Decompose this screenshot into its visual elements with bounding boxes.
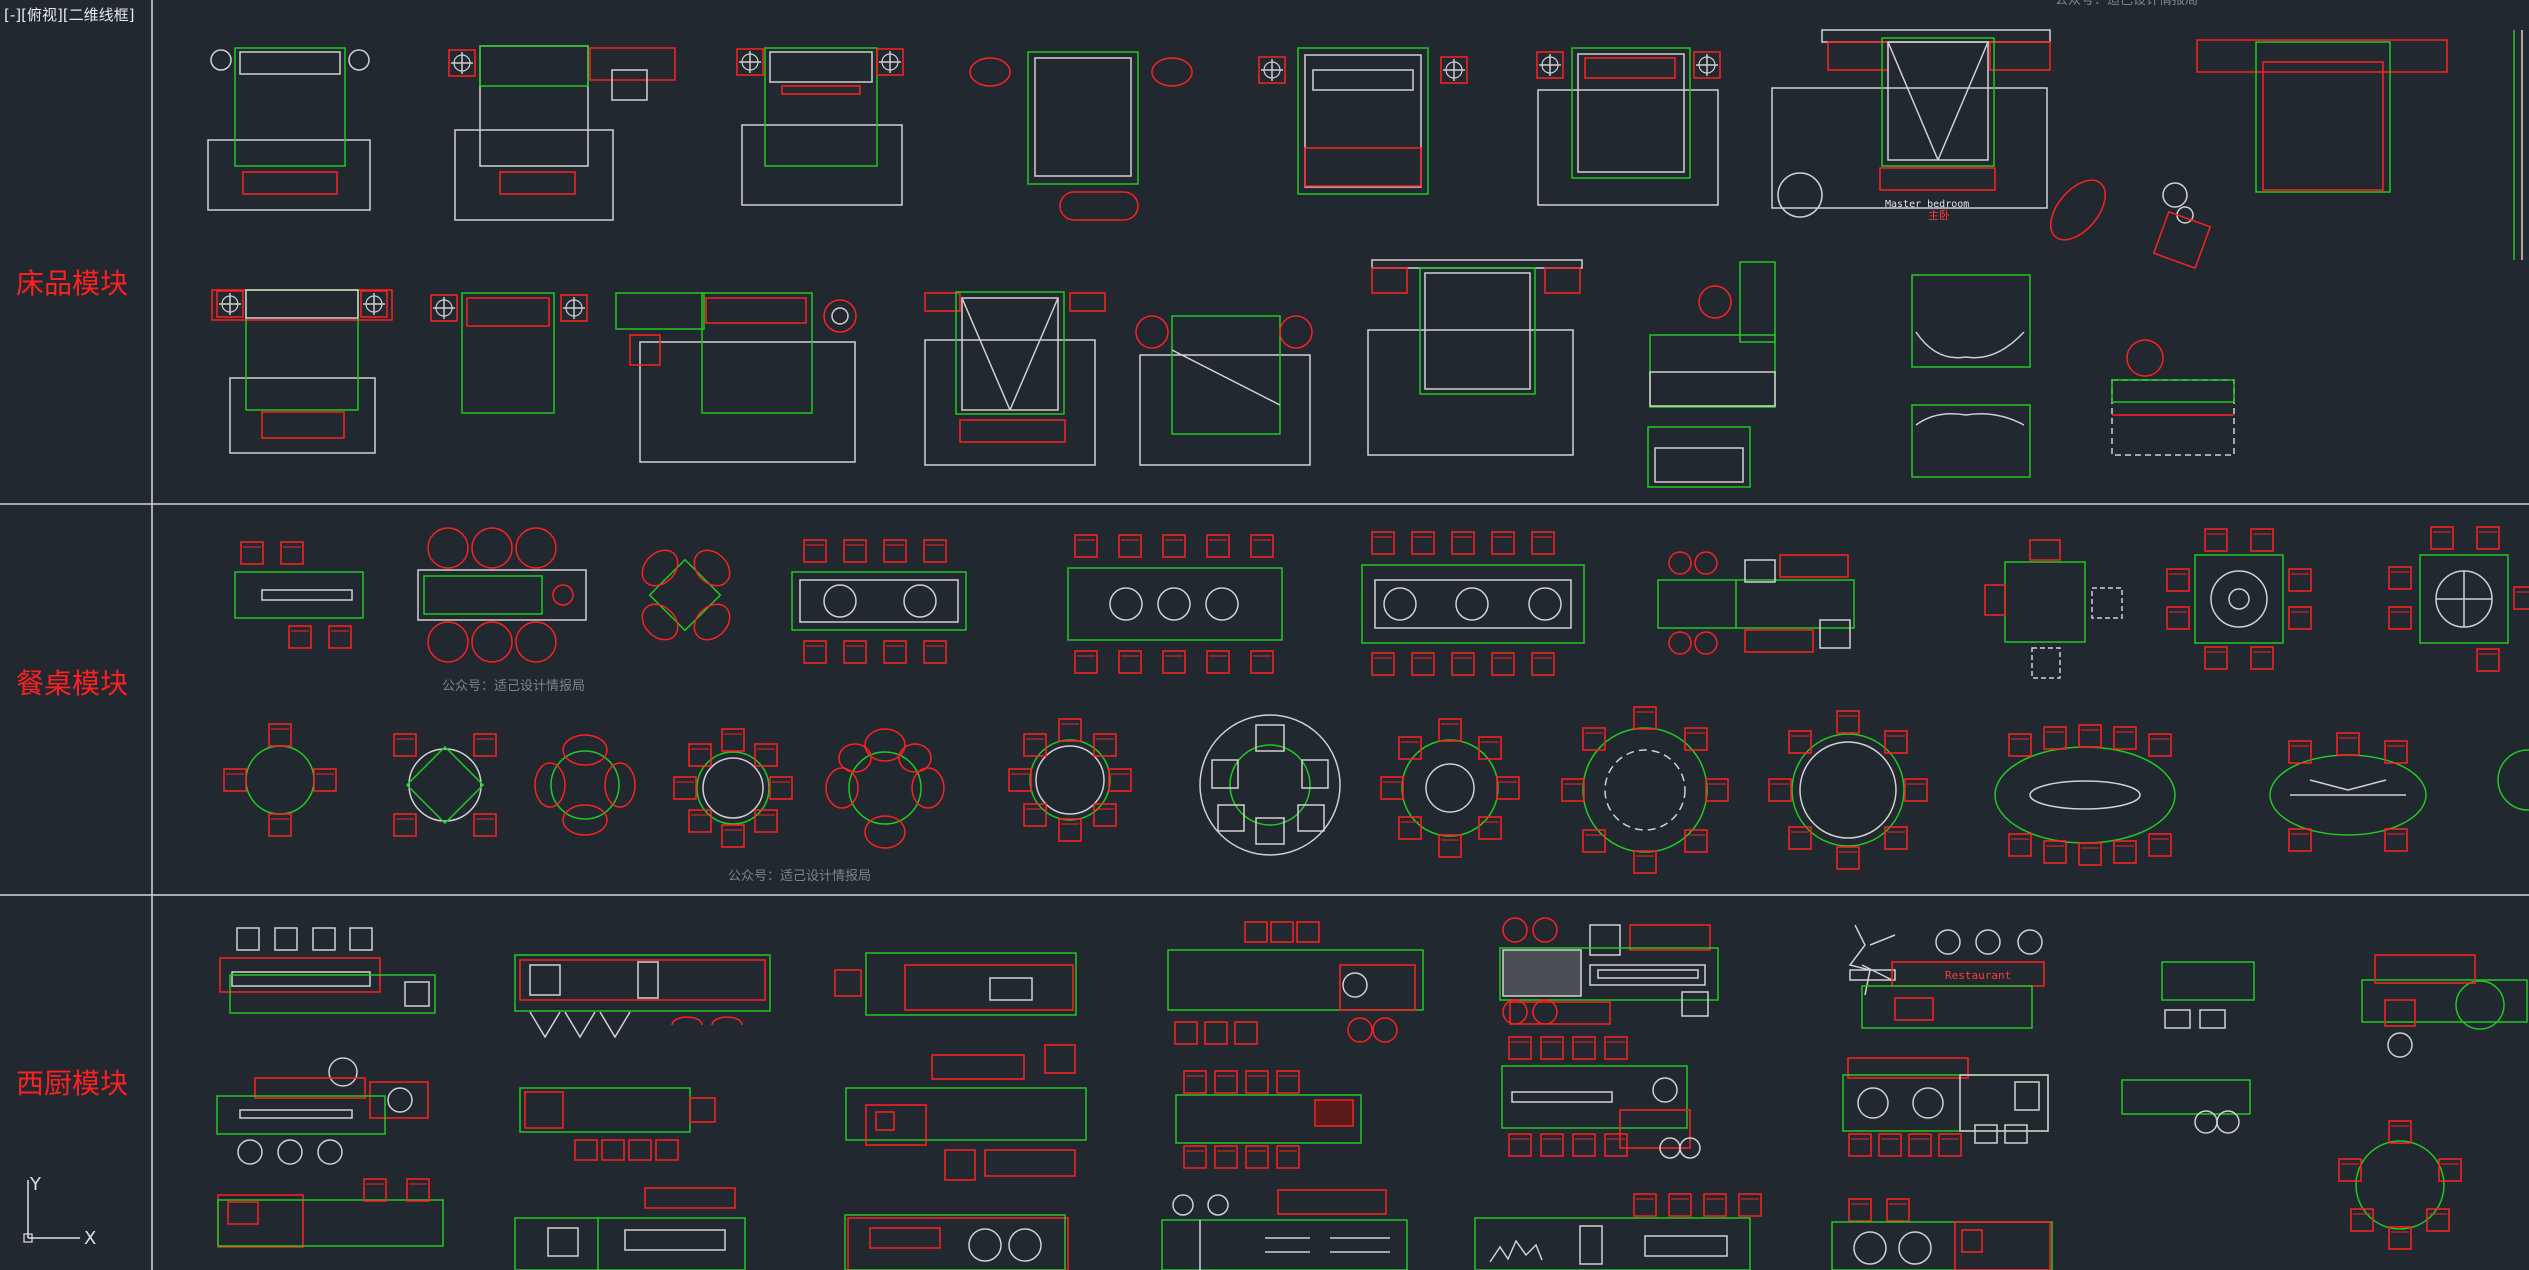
dining-block (1984, 539, 2123, 679)
kitchen-block (2121, 1079, 2251, 1134)
dining-block (1380, 718, 1520, 858)
bed-block (1647, 261, 1776, 488)
kitchen-block (1842, 1057, 2049, 1157)
dining-block (1657, 551, 1855, 655)
dining-block (2166, 528, 2312, 670)
kitchen-block (1474, 1193, 1762, 1270)
kitchen-block (514, 1187, 746, 1270)
kitchen-block (1831, 1198, 2053, 1270)
ucs-icon: Y X (23, 1174, 96, 1249)
kitchen-block (2361, 954, 2528, 1058)
dining-block (223, 723, 337, 837)
bed-block (736, 47, 904, 206)
dining-block (825, 728, 945, 849)
dining-block (1768, 710, 1928, 870)
section-label-dining: 餐桌模块 (16, 667, 129, 700)
bed-block (1536, 47, 1721, 206)
viewport-controls-label[interactable]: [-][俯视][二维线框] (4, 6, 135, 24)
dining-block (2269, 732, 2427, 852)
dining-block (2388, 526, 2529, 672)
watermark-dining-row2: 公众号：适己设计情报局 (728, 869, 871, 884)
dining-block (534, 734, 636, 836)
dining-block (1199, 714, 1341, 856)
kitchen-block (844, 1214, 1069, 1270)
bed-block (210, 47, 370, 195)
watermark-dining-row1: 公众号：适己设计情报局 (442, 679, 585, 694)
bed-block (615, 292, 857, 463)
dining-block (641, 549, 731, 641)
watermark-top: 公众号：适己设计情报局 (2055, 0, 2198, 8)
bed-block (2152, 39, 2448, 270)
kitchen-block (1161, 1189, 1408, 1270)
dining-block (791, 539, 967, 664)
kitchen-block (1501, 1036, 1701, 1159)
bed-block (1135, 315, 1313, 466)
ucs-x-label: X (84, 1228, 96, 1249)
kitchen-block (216, 1057, 429, 1165)
section-label-kitchen: 西厨模块 (16, 1067, 129, 1100)
bed-block (430, 292, 588, 414)
dining-block (234, 541, 364, 649)
bed-block (2111, 339, 2235, 456)
dining-block (1361, 531, 1585, 676)
master-bedroom-label-en: Master bedroom (1885, 199, 1969, 210)
dining-block (1008, 718, 1132, 842)
bed-block (1367, 259, 1583, 456)
kitchen-block (519, 1087, 716, 1161)
dining-block (1067, 534, 1283, 674)
kitchen-block (1499, 917, 1719, 1025)
bed-block (207, 139, 371, 211)
bed-block (211, 289, 393, 454)
ucs-y-label: Y (29, 1174, 42, 1195)
kitchen-block (514, 954, 771, 1039)
kitchen-block (217, 1178, 444, 1248)
kitchen-block (219, 927, 436, 1014)
master-bedroom-label-cn: 主卧 (1928, 209, 1950, 222)
bed-block (1258, 47, 1468, 195)
dining-block (673, 728, 793, 848)
bed-block (1911, 274, 2031, 478)
bed-block (969, 51, 1193, 221)
kitchen-block (845, 1044, 1087, 1181)
restaurant-label: Restaurant (1945, 969, 2011, 982)
kitchen-block (834, 952, 1077, 1016)
kitchen-block (2338, 1120, 2462, 1250)
dining-block (1994, 724, 2176, 866)
bed-block (924, 291, 1106, 466)
kitchen-blocks[interactable]: Restaurant (216, 917, 2528, 1270)
dining-block (1561, 706, 1729, 874)
kitchen-block: Restaurant (1848, 924, 2045, 1029)
dining-blocks[interactable] (223, 526, 2529, 874)
section-label-bed: 床品模块 (16, 267, 129, 300)
dining-block (393, 733, 497, 837)
kitchen-block (2161, 961, 2255, 1029)
dining-block (417, 527, 587, 663)
kitchen-block (1167, 921, 1424, 1045)
bed-block (448, 45, 676, 221)
kitchen-block (1175, 1070, 1362, 1169)
